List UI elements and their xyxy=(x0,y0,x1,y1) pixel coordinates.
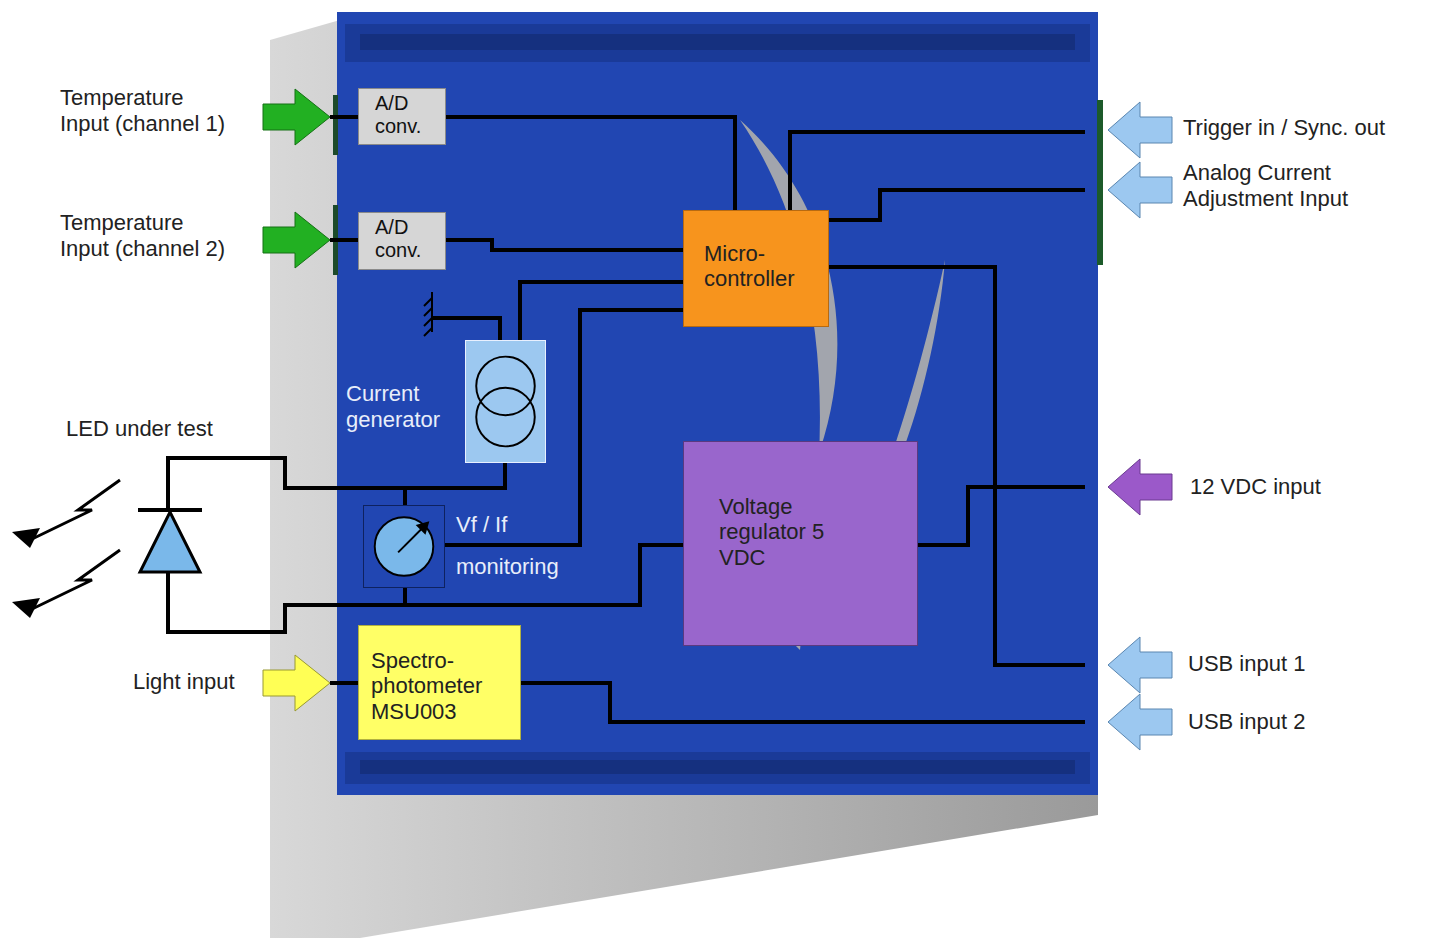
wire xyxy=(521,683,1085,722)
top-rail xyxy=(345,24,1090,62)
wire xyxy=(330,238,358,242)
signal-label: USB input 1 xyxy=(1188,651,1305,677)
wire xyxy=(829,190,1085,220)
input-arrow xyxy=(1108,162,1172,218)
wire xyxy=(330,115,358,119)
top-rail-groove xyxy=(360,34,1075,50)
input-arrow xyxy=(263,655,330,711)
signal-label: Temperature Input (channel 1) xyxy=(60,85,232,138)
regulator-box: Voltage regulator 5 VDC xyxy=(683,441,918,646)
input-arrow xyxy=(263,89,330,145)
signal-wire xyxy=(405,545,683,605)
bottom-rail-groove xyxy=(360,760,1075,774)
input-arrow xyxy=(1108,694,1172,750)
node-text: Current generator xyxy=(346,381,456,434)
ground-symbol xyxy=(424,292,432,336)
bottom-rail xyxy=(345,752,1090,784)
emission-arrowhead xyxy=(12,598,40,618)
spectrophotometer-box: Spectro-photometer MSU003 xyxy=(358,625,521,740)
connector-strip xyxy=(333,95,338,155)
monitor-box: Vf / Ifmonitoring xyxy=(363,505,445,588)
input-arrow xyxy=(1108,637,1172,693)
signal-label: Light input xyxy=(133,669,235,695)
led-symbol xyxy=(140,512,200,572)
emission-arrowhead xyxy=(12,528,40,548)
input-arrow xyxy=(1108,459,1172,515)
signal-wire xyxy=(446,117,735,210)
microcontroller-box: Micro-controller xyxy=(683,210,829,327)
signal-wire xyxy=(446,240,683,250)
signal-label: Trigger in / Sync. out xyxy=(1183,115,1385,141)
signal-wire xyxy=(405,463,505,505)
wire xyxy=(330,681,358,685)
housing xyxy=(337,12,1098,795)
signal-label: Analog Current Adjustment Input xyxy=(1183,160,1383,213)
led-symbol xyxy=(138,508,202,512)
meter-symbol xyxy=(364,506,444,587)
wire xyxy=(790,132,1085,210)
watermark-swoosh xyxy=(895,260,945,445)
node-text: monitoring xyxy=(456,554,559,580)
node-text: Voltage regulator 5 VDC xyxy=(719,494,831,570)
node-text: Micro-controller xyxy=(704,241,816,292)
converter-box: A/D conv. xyxy=(358,88,446,145)
node-text: Vf / If xyxy=(456,512,507,538)
wire xyxy=(432,318,500,340)
input-arrow xyxy=(1108,102,1172,158)
node-text: A/D conv. xyxy=(375,92,441,138)
connector-strip xyxy=(1097,100,1103,265)
signal-label: 12 VDC input xyxy=(1190,474,1321,500)
node-text: A/D conv. xyxy=(375,216,441,262)
signal-label: USB input 2 xyxy=(1188,709,1305,735)
wire xyxy=(918,487,1085,545)
emission-arrow xyxy=(30,480,120,610)
current-generator-box: Current generator xyxy=(465,340,546,463)
current-source-symbol xyxy=(466,341,545,462)
input-arrow xyxy=(263,212,330,268)
led-anode-wire xyxy=(168,458,405,512)
signal-label: Temperature Input (channel 2) xyxy=(60,210,232,263)
signal-label: LED under test xyxy=(66,416,213,442)
node-text: Spectro-photometer MSU003 xyxy=(371,648,496,724)
converter-box: A/D conv. xyxy=(358,212,446,270)
signal-wire xyxy=(445,310,683,545)
